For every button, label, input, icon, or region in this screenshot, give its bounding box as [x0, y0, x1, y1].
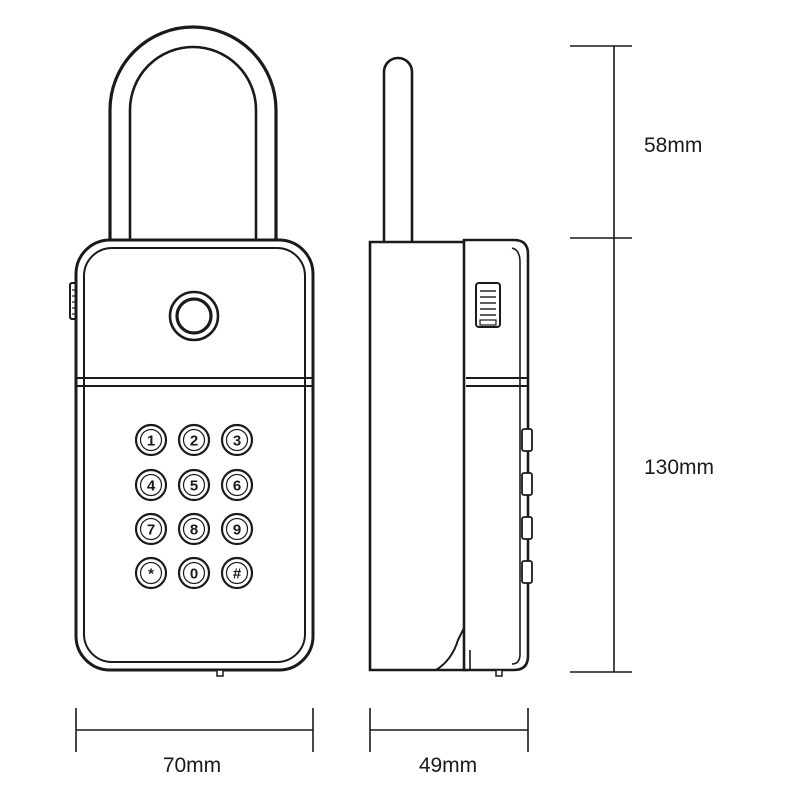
front-shackle: [108, 25, 278, 242]
dimension-shackle-height: 58mm: [644, 134, 702, 157]
keypad-key: 5: [177, 468, 211, 502]
keypad-key: 4: [134, 468, 168, 502]
keypad-key: 2: [177, 423, 211, 457]
keypad-key-inner-ring: [139, 517, 163, 541]
keypad-key-inner-ring: [139, 561, 163, 585]
keypad-key: 1: [134, 423, 168, 457]
keypad-key-label: 3: [233, 433, 241, 450]
keypad-key-label: #: [233, 566, 242, 583]
keypad-key: 6: [220, 468, 254, 502]
side-slider-switch: [475, 282, 501, 328]
fingerprint-sensor-inner: [175, 297, 213, 335]
keypad-key: 3: [220, 423, 254, 457]
keypad-key-inner-ring: [225, 561, 249, 585]
keypad-key-inner-ring: [225, 428, 249, 452]
keypad: 1 2 3 4 5 6 7 8 9 * 0 #: [134, 423, 254, 590]
side-key-bump: [521, 428, 533, 452]
keypad-key-inner-ring: [225, 473, 249, 497]
side-hinge: [435, 627, 465, 671]
keypad-key-label: 7: [147, 522, 155, 539]
keypad-key-inner-ring: [225, 517, 249, 541]
front-shackle-inner: [128, 45, 258, 242]
dimension-depth: 49mm: [419, 754, 477, 777]
keypad-key-inner-ring: [139, 428, 163, 452]
front-view: 1 2 3 4 5 6 7 8 9 * 0 #: [69, 25, 315, 677]
side-key-bump: [521, 560, 533, 584]
dimension-body-height: 130mm: [644, 456, 714, 479]
keypad-key: 9: [220, 512, 254, 546]
side-bottom-nub: [495, 669, 503, 677]
keypad-key-inner-ring: [182, 517, 206, 541]
keypad-key: *: [134, 556, 168, 590]
keypad-key: 8: [177, 512, 211, 546]
keypad-key-label: 8: [190, 522, 198, 539]
keypad-key: 7: [134, 512, 168, 546]
keypad-key-label: 1: [147, 433, 155, 450]
keypad-key-label: 4: [147, 478, 156, 495]
keypad-key-label: 0: [190, 566, 198, 583]
keypad-key-label: 9: [233, 522, 241, 539]
side-key-bump: [521, 472, 533, 496]
keypad-key-inner-ring: [182, 428, 206, 452]
keypad-key-label: 6: [233, 478, 241, 495]
side-key-bump: [521, 516, 533, 540]
side-body: [368, 240, 468, 672]
keypad-key-label: *: [148, 566, 154, 583]
side-shackle: [382, 56, 414, 242]
dimension-width: 70mm: [163, 754, 221, 777]
side-front-cover: [462, 238, 530, 672]
front-body-inner: [83, 247, 306, 663]
keypad-key-inner-ring: [182, 473, 206, 497]
side-front-cover-inner: [511, 247, 521, 665]
keypad-key-label: 2: [190, 433, 198, 450]
dimension-lines: [75, 45, 632, 752]
keypad-key-inner-ring: [182, 561, 206, 585]
keypad-key-inner-ring: [139, 473, 163, 497]
keypad-key: #: [220, 556, 254, 590]
keypad-key: 0: [177, 556, 211, 590]
front-bottom-nub: [216, 669, 224, 677]
side-view: [368, 56, 533, 677]
keypad-key-label: 5: [190, 478, 198, 495]
